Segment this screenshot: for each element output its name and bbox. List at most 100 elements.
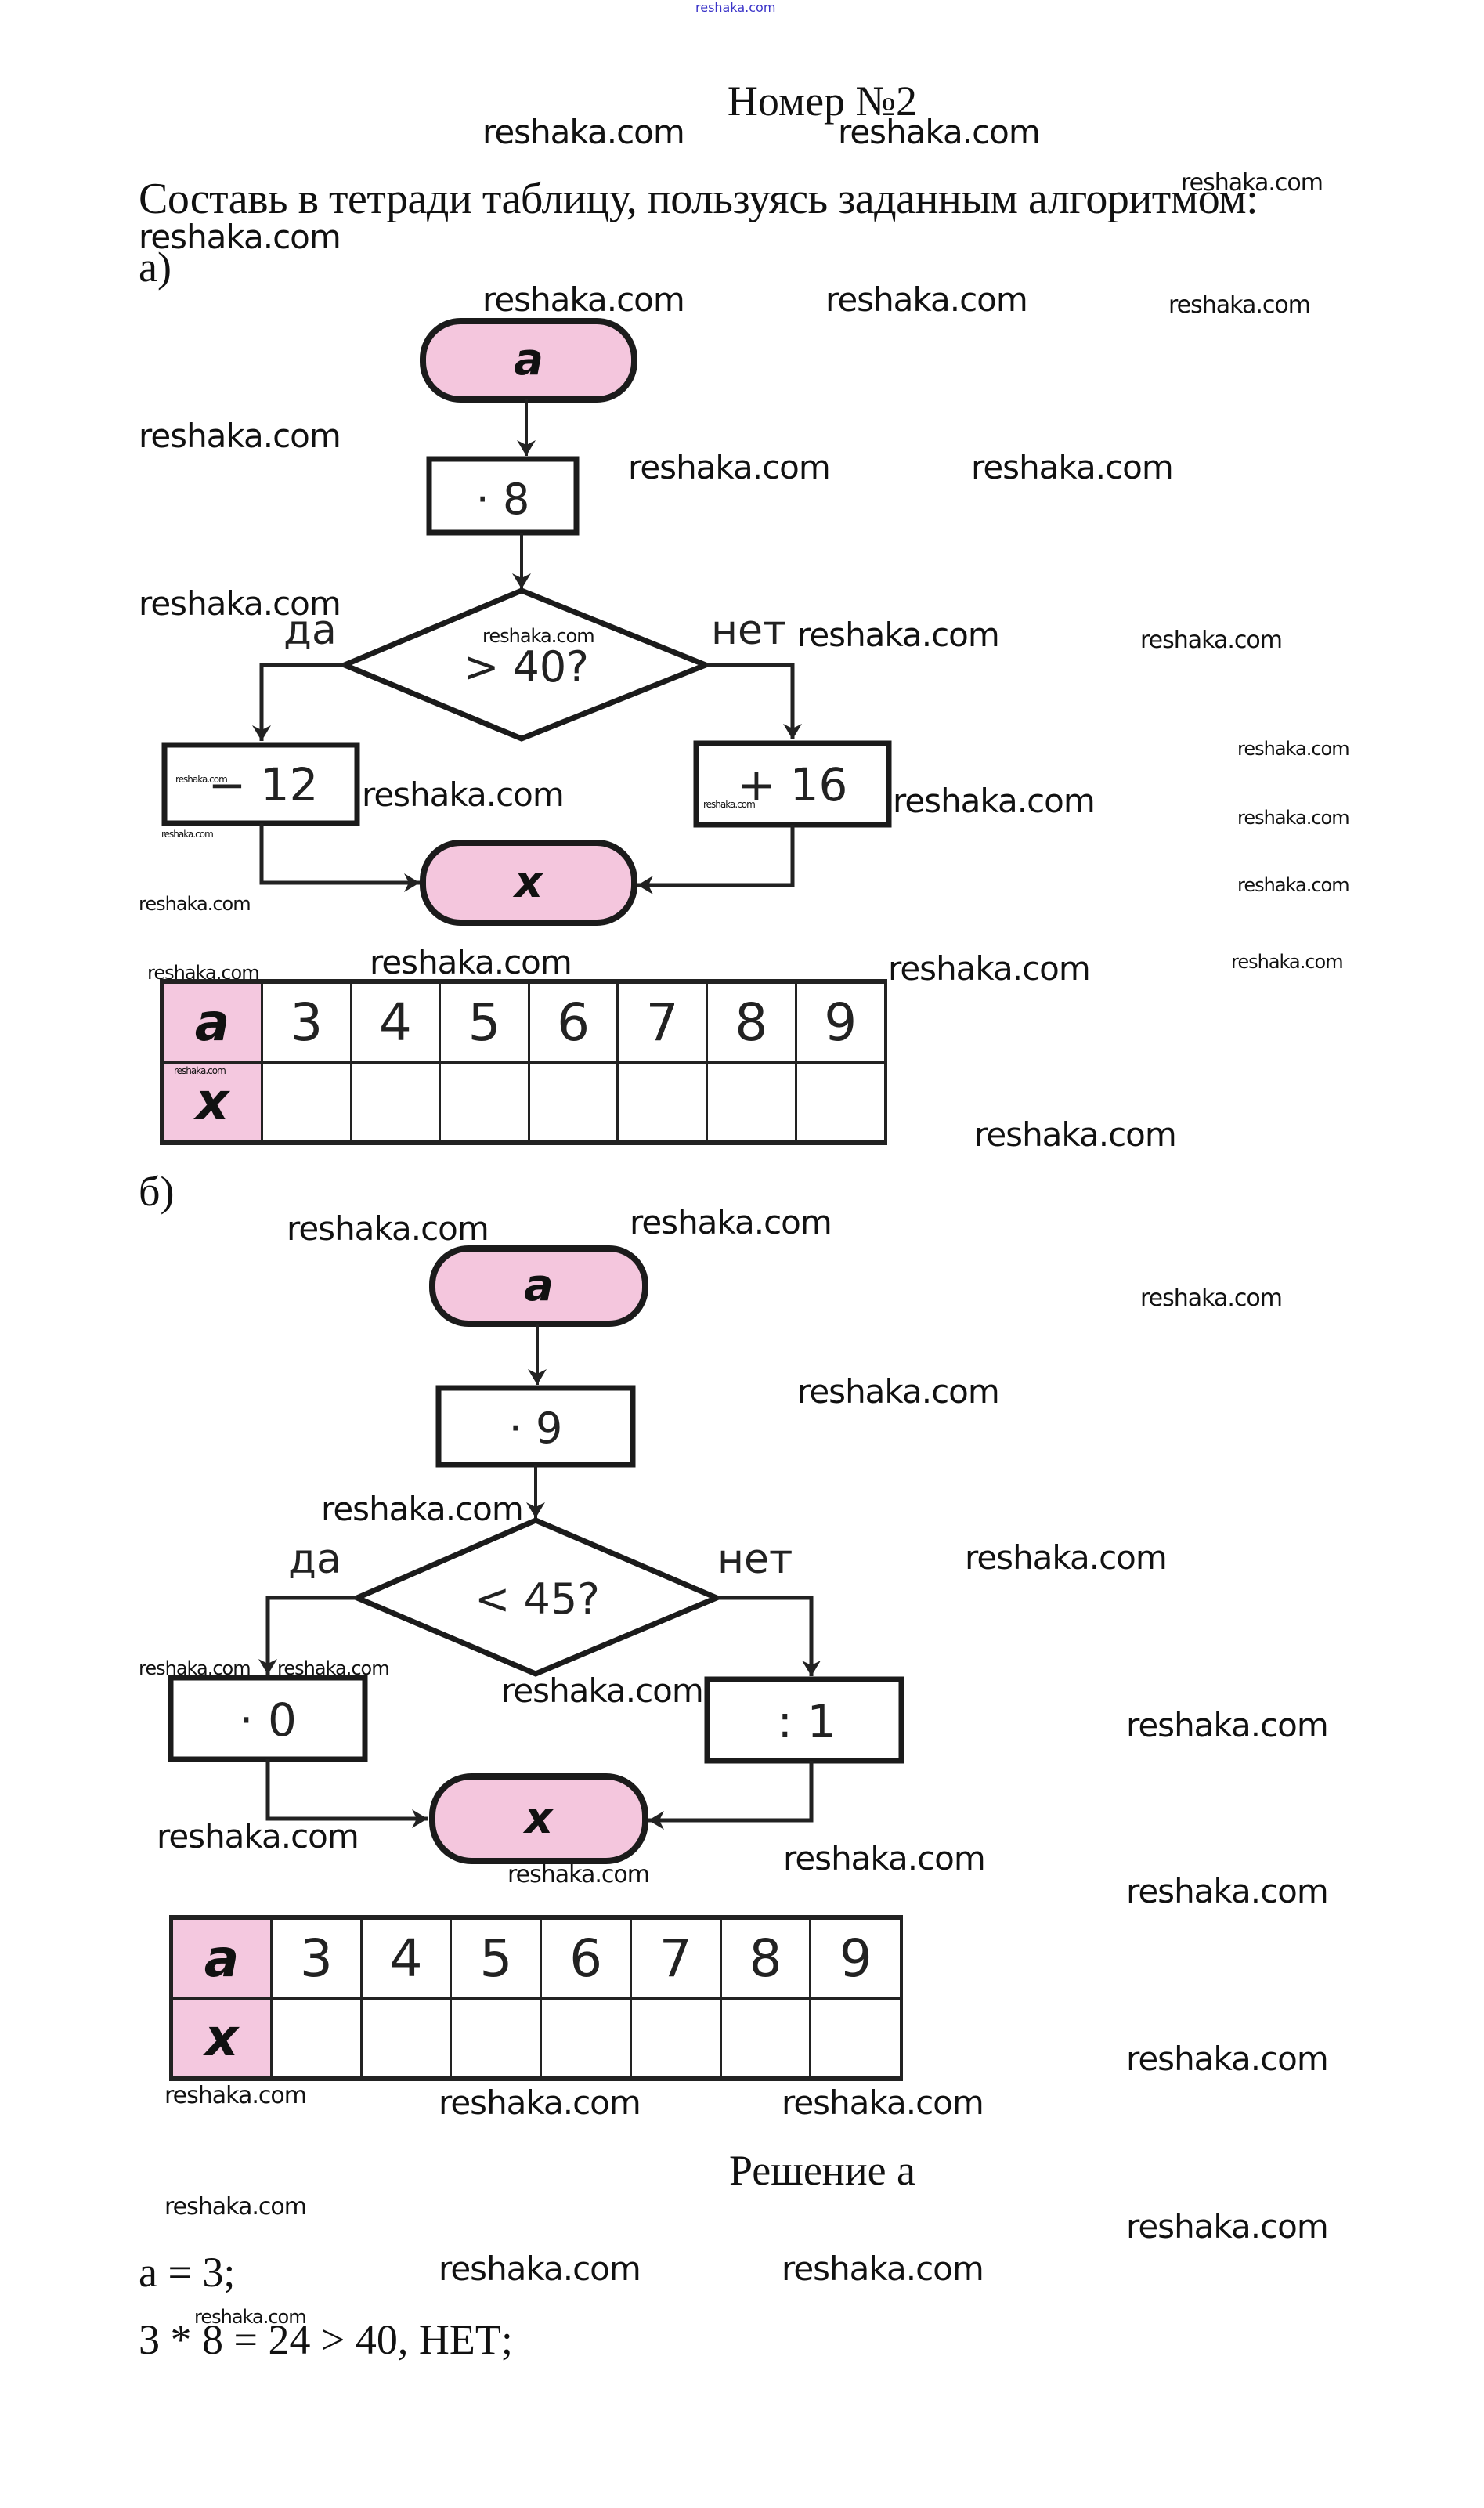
table-cell: 9 bbox=[809, 1915, 904, 2000]
watermark-text: reshaka.com bbox=[838, 113, 1041, 151]
table-cell-empty bbox=[527, 1061, 619, 1145]
watermark-text: reshaka.com bbox=[482, 625, 595, 647]
watermark-text: reshaka.com bbox=[1140, 1285, 1283, 1312]
watermark-text: reshaka.com bbox=[797, 616, 1000, 654]
table-cell-empty bbox=[359, 1997, 453, 2081]
table-cell-empty bbox=[719, 1997, 812, 2081]
table-cell: 8 bbox=[705, 979, 797, 1064]
watermark-text: reshaka.com bbox=[1140, 627, 1283, 654]
part-a-label: а) bbox=[139, 244, 172, 291]
table-cell: 4 bbox=[349, 979, 442, 1064]
table-row-x-values: x bbox=[169, 1997, 904, 2081]
arrow-no-to-end-a bbox=[637, 825, 795, 894]
decision-label-a: > 40? bbox=[464, 642, 589, 692]
watermark-text: reshaka.com bbox=[1237, 807, 1350, 829]
watermark-text: reshaka.com bbox=[782, 2083, 984, 2122]
table-row-x-values: x bbox=[160, 1061, 887, 1145]
watermark-text: reshaka.com bbox=[362, 775, 565, 814]
yes-label-a: да bbox=[283, 607, 337, 654]
table-cell-empty bbox=[616, 1061, 708, 1145]
arrow-yes-to-end-a bbox=[259, 823, 420, 892]
table-cell: 5 bbox=[450, 1915, 543, 2000]
watermark-text: reshaka.com bbox=[974, 1115, 1177, 1154]
table-cell: 6 bbox=[540, 1915, 632, 2000]
watermark-text: reshaka.com bbox=[139, 893, 251, 915]
watermark-text: reshaka.com bbox=[439, 2083, 641, 2122]
yes-label-b: да bbox=[288, 1536, 341, 1583]
no-step-box-b bbox=[704, 1676, 904, 1764]
start-label-b: a bbox=[524, 1260, 554, 1311]
table-cell: 8 bbox=[719, 1915, 812, 2000]
watermark-text: reshaka.com bbox=[194, 2306, 307, 2328]
row-header-a: a bbox=[160, 979, 263, 1064]
flowchart-a: a · 8 > 40? да нет − 12 + 16 x bbox=[161, 318, 892, 926]
yes-step-box-a bbox=[161, 742, 360, 826]
watermark-text: reshaka.com bbox=[1231, 951, 1344, 973]
watermark-text: reshaka.com bbox=[630, 1203, 832, 1241]
watermark-text: reshaka.com bbox=[1126, 1706, 1329, 1744]
end-label-b: x bbox=[522, 1793, 554, 1844]
table-cell-empty bbox=[270, 1997, 363, 2081]
watermark-text: reshaka.com bbox=[1181, 169, 1323, 197]
decision-diamond-b bbox=[350, 1517, 724, 1677]
watermark-text: reshaka.com bbox=[1168, 291, 1311, 319]
arrow-yes-branch-a bbox=[252, 663, 345, 741]
watermark-text: reshaka.com bbox=[321, 1490, 524, 1528]
watermark-text: reshaka.com bbox=[161, 829, 214, 840]
row-header-x: x bbox=[160, 1061, 263, 1145]
watermark-text: reshaka.com bbox=[139, 584, 341, 623]
table-cell: 9 bbox=[794, 979, 887, 1064]
watermark-text: reshaka.com bbox=[370, 943, 572, 981]
arrow-yes-branch-b bbox=[258, 1596, 357, 1675]
watermark-text: reshaka.com bbox=[482, 113, 685, 151]
yes-step-box-b bbox=[168, 1675, 368, 1762]
row-header-a: a bbox=[169, 1915, 273, 2000]
solution-line: 3 * 8 = 24 > 40, НЕТ; bbox=[139, 2316, 513, 2363]
watermark-text: reshaka.com bbox=[783, 1839, 986, 1877]
no-step-label-a: + 16 bbox=[738, 758, 848, 811]
watermark-text: reshaka.com bbox=[139, 417, 341, 455]
watermark-text: reshaka.com bbox=[164, 2082, 307, 2109]
watermark-text: reshaka.com bbox=[139, 1657, 251, 1679]
watermark-text: reshaka.com bbox=[797, 1372, 1000, 1411]
table-cell: 5 bbox=[439, 979, 530, 1064]
table-cell-empty bbox=[349, 1061, 442, 1145]
no-label-a: нет bbox=[711, 607, 786, 654]
table-cell-empty bbox=[794, 1061, 887, 1145]
table-cell: 7 bbox=[629, 1915, 722, 2000]
watermark-text: reshaka.com bbox=[287, 1209, 489, 1248]
watermark-text: reshaka.com bbox=[703, 799, 756, 810]
arrow-yes-to-end-b bbox=[265, 1759, 428, 1828]
watermark-text: reshaka.com bbox=[1237, 738, 1350, 760]
solution-title: Решение а bbox=[728, 2147, 916, 2194]
row-header-x: x bbox=[169, 1997, 273, 2081]
solution-line: a = 3; bbox=[139, 2249, 236, 2296]
table-row-a-values: a 3 4 5 6 7 8 9 bbox=[160, 979, 887, 1064]
watermark-text: reshaka.com bbox=[893, 782, 1096, 820]
values-table-a: a 3 4 5 6 7 8 9 x bbox=[160, 979, 887, 1145]
watermark-text: reshaka.com bbox=[628, 448, 831, 486]
page-title: Номер №2 bbox=[727, 78, 918, 125]
watermark-text: reshaka.com bbox=[1126, 2040, 1329, 2078]
task-instruction: Составь в тетради таблицу, пользуясь зад… bbox=[139, 175, 1258, 223]
step-box-a bbox=[426, 456, 580, 536]
part-b-label: б) bbox=[139, 1168, 175, 1215]
watermark-text: reshaka.com bbox=[888, 949, 1091, 988]
start-label-a: a bbox=[514, 334, 543, 385]
watermark-text: reshaka.com bbox=[965, 1538, 1168, 1577]
watermark-text: reshaka.com bbox=[164, 2193, 307, 2221]
table-cell: 6 bbox=[527, 979, 619, 1064]
watermark-text: reshaka.com bbox=[1126, 1872, 1329, 1910]
table-cell-empty bbox=[629, 1997, 722, 2081]
yes-step-label-b: · 0 bbox=[239, 1693, 297, 1747]
table-cell: 3 bbox=[270, 1915, 363, 2000]
no-step-label-b: : 1 bbox=[778, 1695, 836, 1748]
no-label-b: нет bbox=[717, 1536, 793, 1583]
table-cell-empty bbox=[540, 1997, 632, 2081]
watermark-text: reshaka.com bbox=[1126, 2207, 1329, 2246]
arrow-no-branch-a bbox=[706, 663, 802, 739]
site-watermark-top[interactable]: reshaka.com bbox=[695, 0, 776, 15]
watermark-text: reshaka.com bbox=[1237, 874, 1350, 896]
watermark-text: reshaka.com bbox=[175, 774, 228, 785]
yes-step-label-a: − 12 bbox=[208, 758, 319, 811]
